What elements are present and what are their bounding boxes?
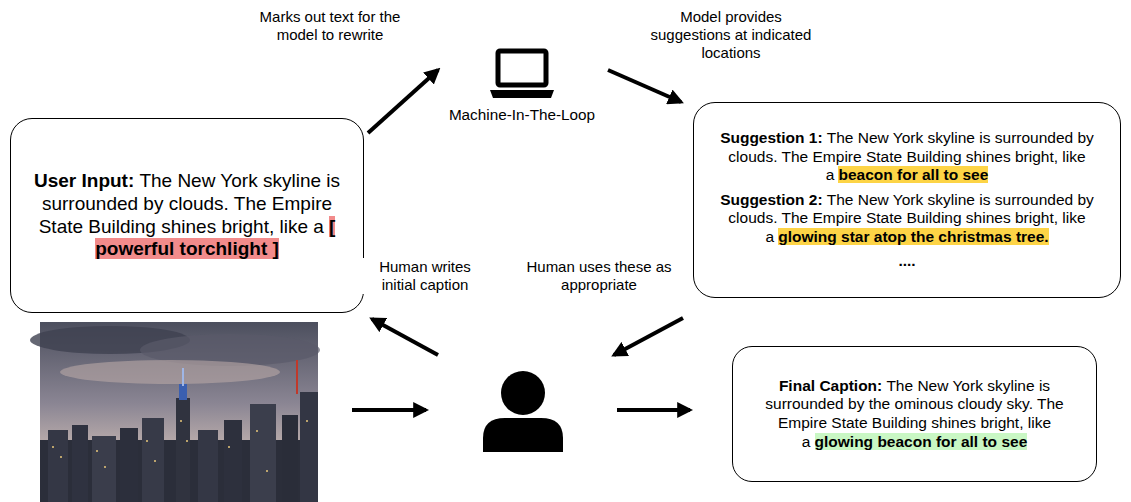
person-icon [483, 371, 563, 452]
edge-label: Marks out text for the model to rewrite [248, 8, 412, 44]
text-paragraph: Final Caption:The New York skyline is su… [745, 377, 1084, 451]
text-body: Machine-In-The-Loop [449, 106, 595, 123]
text-heading: Suggestion 1: [720, 129, 822, 146]
use-arrow [614, 318, 683, 355]
flow-arrows [352, 318, 690, 410]
machine-node: Machine-In-The-Loop [432, 40, 612, 128]
flow-arrow [368, 70, 438, 133]
text-heading: .... [898, 252, 915, 269]
highlighted-text: beacon for all to see [838, 166, 988, 183]
input-box: User Input:The New York skyline is surro… [10, 118, 364, 313]
flow-arrow [608, 70, 681, 102]
text-heading: User Input: [34, 170, 134, 191]
text-paragraph: Suggestion 2:The New York skyline is sur… [706, 191, 1108, 247]
text-paragraph: Machine-In-The-Loop [449, 106, 595, 124]
edge-label: Model provides suggestions at indicated … [640, 8, 822, 62]
text-heading: Final Caption: [779, 377, 882, 394]
highlighted-text: glowing star atop the christmas tree. [778, 228, 1048, 245]
text-paragraph: .... [898, 252, 915, 271]
text-paragraph: Suggestion 1:The New York skyline is sur… [706, 129, 1108, 185]
step-label: Human writes initial caption [362, 258, 488, 294]
laptop-icon [489, 48, 555, 100]
final-arrow [617, 408, 690, 412]
step-label: Human uses these as appropriate [513, 258, 685, 294]
city-photo [30, 322, 320, 502]
suggestions-box: Suggestion 1:The New York skyline is sur… [693, 102, 1121, 298]
highlighted-text: glowing beacon for all to see [815, 433, 1028, 450]
text-paragraph: User Input:The New York skyline is surro… [23, 170, 351, 261]
final-caption-box: Final Caption:The New York skyline is su… [732, 346, 1097, 482]
write-arrow [372, 319, 438, 355]
text-heading: Suggestion 2: [720, 191, 822, 208]
photo-arrow [352, 408, 426, 412]
